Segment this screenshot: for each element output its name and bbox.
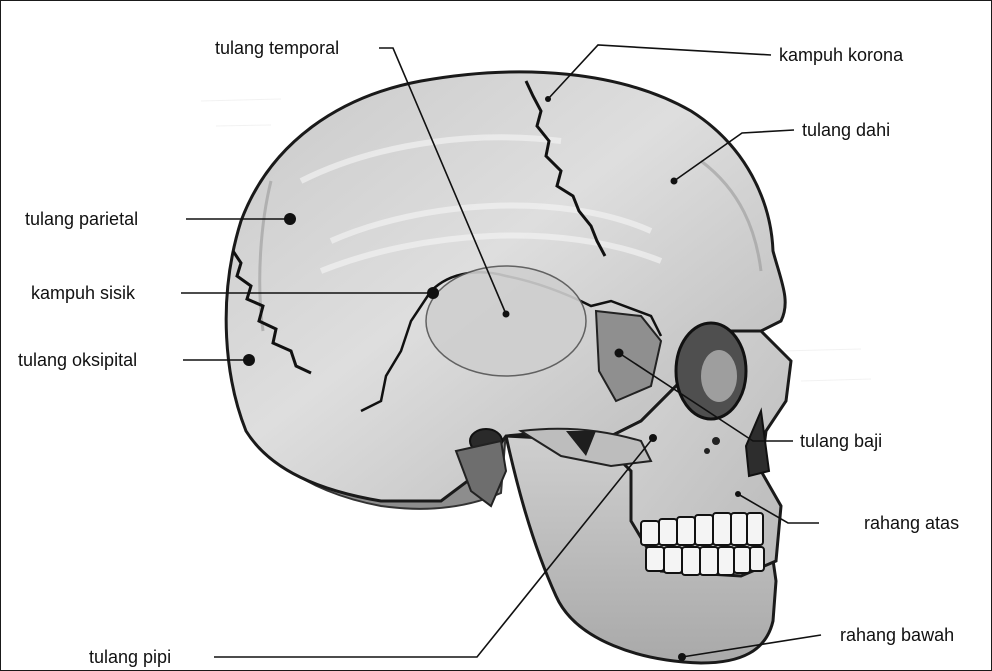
label-tulang-oksipital: tulang oksipital xyxy=(18,349,137,371)
label-tulang-dahi: tulang dahi xyxy=(802,119,890,141)
dot-tulang-temporal xyxy=(503,311,510,318)
label-rahang-bawah: rahang bawah xyxy=(840,624,954,646)
label-kampuh-sisik: kampuh sisik xyxy=(31,282,135,304)
teeth xyxy=(641,513,764,575)
dot-kampuh-sisik xyxy=(427,287,439,299)
eye-orbit-inner xyxy=(701,350,737,402)
label-tulang-baji: tulang baji xyxy=(800,430,882,452)
foramen-dot xyxy=(704,448,710,454)
dot-kampuh-korona xyxy=(545,96,551,102)
dot-tulang-oksipital xyxy=(243,354,255,366)
label-kampuh-korona: kampuh korona xyxy=(779,44,903,66)
dot-tulang-dahi xyxy=(671,178,678,185)
foramen-dot xyxy=(712,437,720,445)
dot-tulang-parietal xyxy=(284,213,296,225)
label-tulang-temporal: tulang temporal xyxy=(215,37,339,59)
dot-rahang-atas xyxy=(735,491,741,497)
label-rahang-atas: rahang atas xyxy=(864,512,959,534)
label-tulang-parietal: tulang parietal xyxy=(25,208,138,230)
temporal-region xyxy=(426,266,586,376)
label-tulang-pipi: tulang pipi xyxy=(89,646,171,668)
dot-rahang-bawah xyxy=(678,653,686,661)
dot-tulang-baji xyxy=(615,349,624,358)
dot-tulang-pipi xyxy=(649,434,657,442)
